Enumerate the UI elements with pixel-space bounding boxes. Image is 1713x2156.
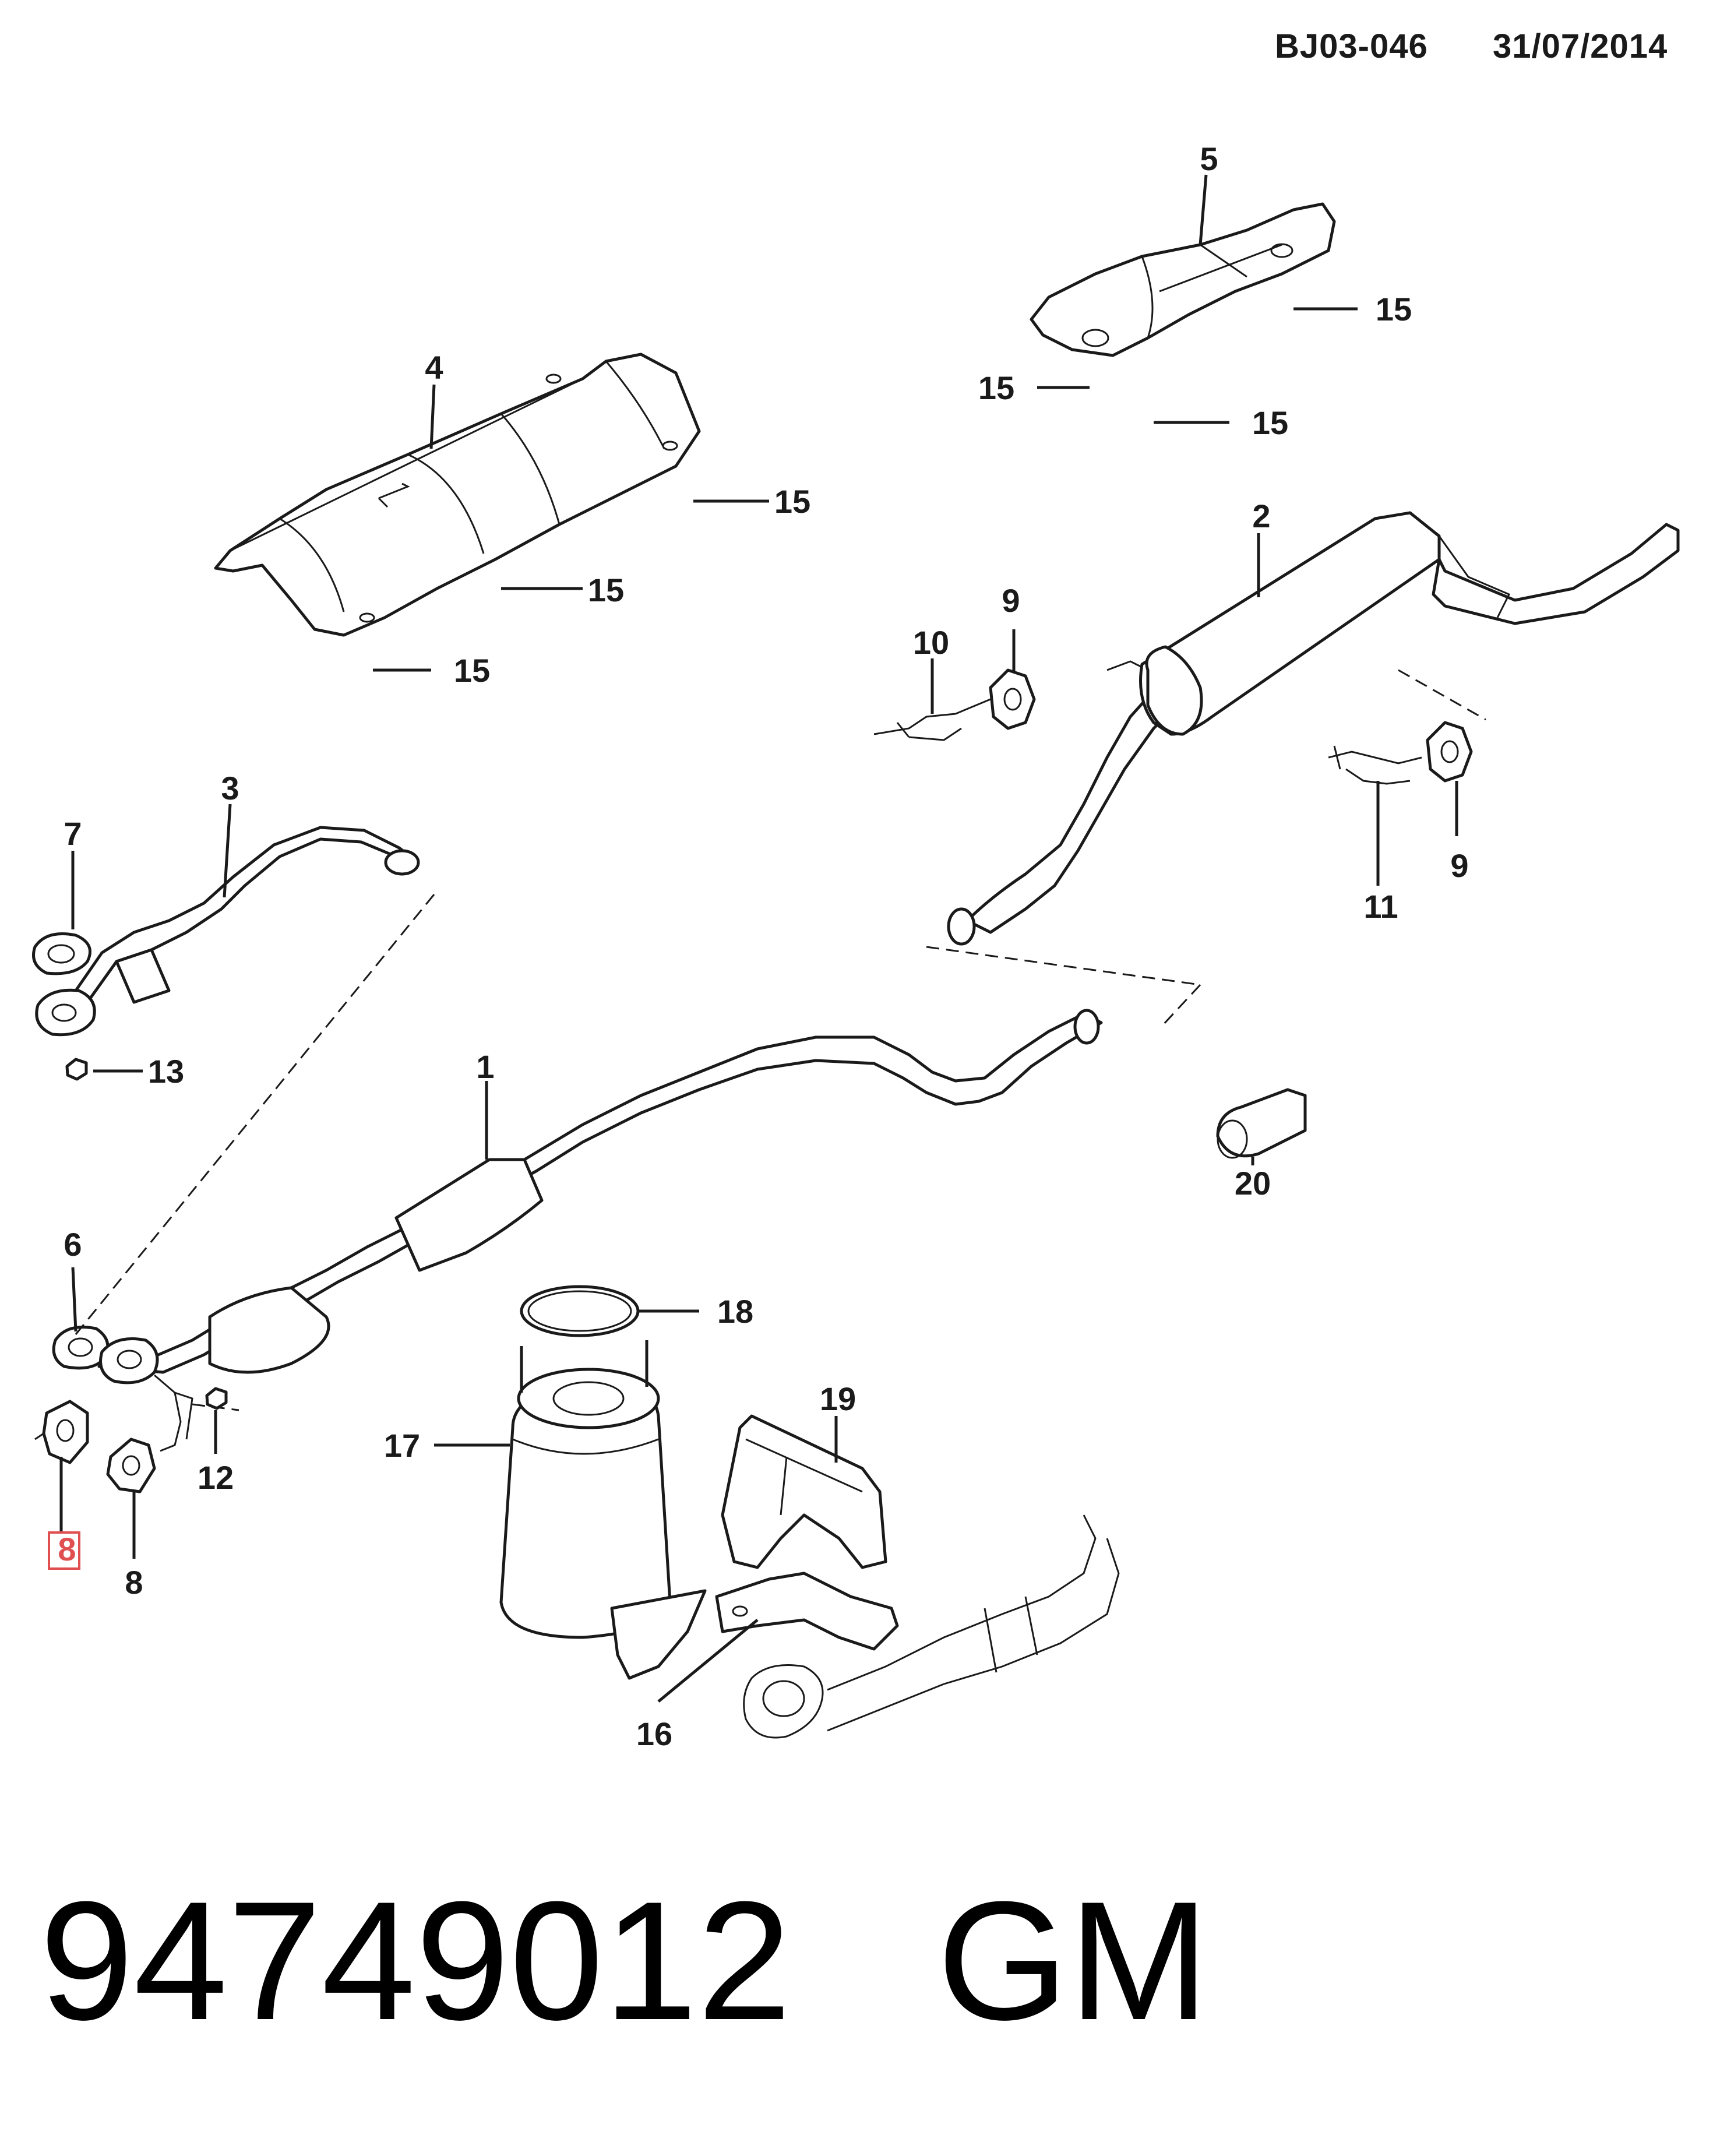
bracket-16[interactable] bbox=[715, 1572, 899, 1651]
callout-15-d[interactable]: 15 bbox=[774, 483, 810, 520]
heat-shield-5[interactable] bbox=[1030, 202, 1336, 357]
exhaust-manifold-reference bbox=[743, 1514, 1120, 1739]
callout-9-b[interactable]: 9 bbox=[1450, 847, 1468, 884]
nut-12[interactable] bbox=[205, 1387, 228, 1410]
callout-16[interactable]: 16 bbox=[636, 1715, 672, 1752]
callout-15-a[interactable]: 15 bbox=[1376, 291, 1412, 327]
hanger-rod-pipe-1[interactable] bbox=[154, 1374, 193, 1452]
diagram-code: BJ03-046 bbox=[1275, 27, 1428, 65]
bracket-8-left[interactable] bbox=[42, 1400, 89, 1464]
callout-8-highlighted[interactable]: 8 bbox=[58, 1531, 76, 1567]
callout-15-c[interactable]: 15 bbox=[1252, 404, 1288, 441]
callout-3[interactable]: 3 bbox=[221, 770, 239, 806]
callout-9-a[interactable]: 9 bbox=[1002, 582, 1020, 619]
leader-lines bbox=[59, 174, 1458, 1703]
callout-18[interactable]: 18 bbox=[717, 1293, 753, 1330]
callout-8[interactable]: 8 bbox=[125, 1564, 143, 1601]
clamp-20[interactable] bbox=[1216, 1088, 1307, 1159]
brand: GM bbox=[937, 1866, 1210, 2055]
callout-6[interactable]: 6 bbox=[64, 1226, 82, 1263]
callout-15-f[interactable]: 15 bbox=[454, 652, 490, 689]
callout-15-b[interactable]: 15 bbox=[978, 369, 1014, 406]
callout-19[interactable]: 19 bbox=[820, 1380, 856, 1417]
callout-4[interactable]: 4 bbox=[425, 349, 443, 386]
gasket-7[interactable] bbox=[32, 932, 91, 975]
nut-13[interactable] bbox=[65, 1058, 88, 1081]
callout-7[interactable]: 7 bbox=[64, 815, 82, 852]
assembly-lines bbox=[34, 669, 1486, 1440]
gasket-18[interactable] bbox=[520, 1285, 640, 1337]
part-number: 94749012 bbox=[40, 1866, 792, 2055]
flange-pipe-1[interactable] bbox=[99, 1337, 159, 1385]
callout-12[interactable]: 12 bbox=[198, 1459, 234, 1496]
callout-10[interactable]: 10 bbox=[913, 624, 949, 661]
rubber-hanger-9-right[interactable] bbox=[1426, 721, 1473, 783]
rubber-hanger-9-left[interactable] bbox=[989, 668, 1036, 730]
callout-13[interactable]: 13 bbox=[148, 1053, 184, 1090]
bracket-8-right[interactable] bbox=[106, 1438, 156, 1493]
hanger-rod-11[interactable] bbox=[1328, 745, 1422, 785]
callout-11[interactable]: 11 bbox=[1363, 888, 1398, 925]
rear-muffler-2[interactable] bbox=[947, 511, 1680, 946]
flange-pipe-3[interactable] bbox=[35, 988, 96, 1037]
callout-labels: 4 5 15 15 15 15 15 15 2 9 10 11 9 3 7 13… bbox=[48, 140, 1469, 1752]
heat-shield-4[interactable] bbox=[214, 353, 701, 637]
diagram-date: 31/07/2014 bbox=[1493, 27, 1668, 65]
pipe-1-with-cat[interactable] bbox=[97, 1009, 1103, 1374]
callout-5[interactable]: 5 bbox=[1200, 140, 1218, 177]
callout-15-e[interactable]: 15 bbox=[588, 572, 624, 608]
callout-17[interactable]: 17 bbox=[384, 1427, 420, 1464]
pipe-3[interactable] bbox=[74, 826, 420, 1004]
callout-2[interactable]: 2 bbox=[1252, 498, 1270, 534]
bracket-19[interactable] bbox=[721, 1414, 887, 1569]
callout-8-highlight-box bbox=[48, 1531, 80, 1570]
hanger-rod-10[interactable] bbox=[873, 698, 991, 741]
catalytic-converter-17[interactable] bbox=[499, 1340, 707, 1680]
callout-20[interactable]: 20 bbox=[1235, 1165, 1271, 1202]
callout-1[interactable]: 1 bbox=[476, 1048, 494, 1085]
